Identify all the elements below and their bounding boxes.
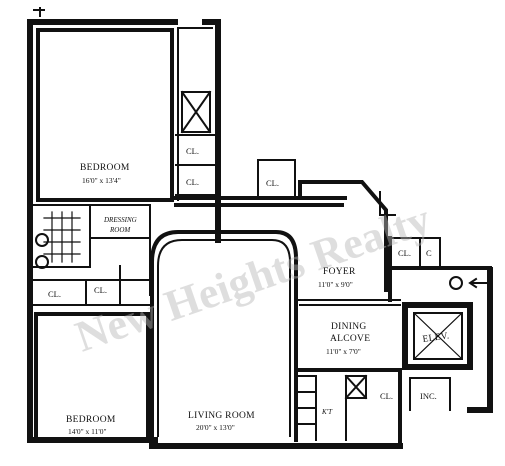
foyer-label: FOYER	[323, 267, 356, 277]
foyer-dim: 11'0" x 9'0"	[318, 280, 353, 289]
closet-label: CL.	[48, 289, 61, 299]
closet-labels: CL. CL. CL. CL. CL. CL. C CL.	[48, 146, 432, 401]
bedroom1-label: BEDROOM	[80, 163, 130, 173]
bedroom2-dim: 14'0" x 11'0"	[68, 427, 107, 436]
alcove-label: ALCOVE	[330, 334, 370, 344]
dining-label: DINING	[331, 322, 367, 332]
dressing-label: DRESSING	[103, 216, 137, 224]
closet-label: CL.	[186, 177, 199, 187]
closet-label: CL.	[266, 178, 279, 188]
bath-tiles	[35, 211, 81, 269]
bedroom2-label: BEDROOM	[66, 415, 116, 425]
closet-label: CL.	[94, 285, 107, 295]
incinerator-label: INC.	[420, 391, 437, 401]
closet-small-label: C	[426, 248, 432, 258]
closet-label: CL.	[380, 391, 393, 401]
dining-dim: 11'0" x 7'0"	[326, 347, 361, 356]
room-labels: BEDROOM 16'0" x 13'4" DRESSING ROOM BEDR…	[66, 163, 450, 436]
dressing-label-2: ROOM	[109, 226, 131, 234]
elevator-label: ELEV.	[422, 331, 450, 345]
living-room-label: LIVING ROOM	[188, 411, 255, 421]
kitchen-label: K'T	[321, 408, 333, 416]
living-room-dim: 20'0" x 13'0"	[196, 423, 235, 432]
closet-label: CL.	[186, 146, 199, 156]
walls	[27, 7, 493, 449]
bedroom1-dim: 16'0" x 13'4"	[82, 176, 121, 185]
closet-label: CL.	[398, 248, 411, 258]
